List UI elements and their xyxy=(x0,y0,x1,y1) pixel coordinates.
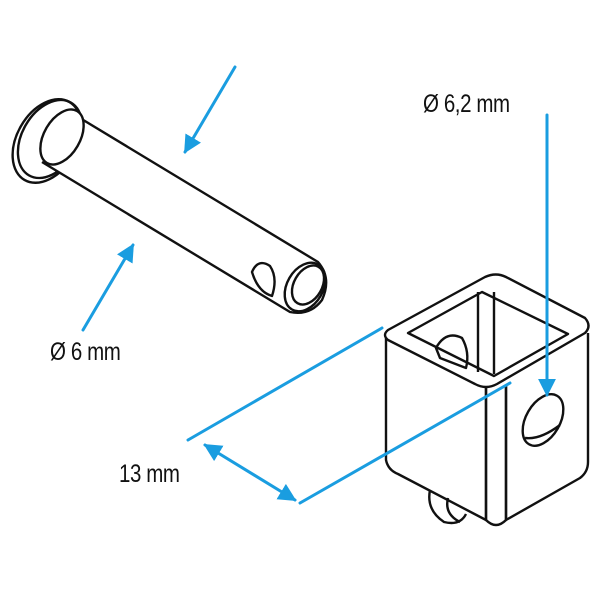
pin-bottom-arrow xyxy=(81,243,135,332)
cube-clevis-drawing xyxy=(383,273,590,527)
length-dimension-arrow xyxy=(203,443,297,502)
length-label: 13 mm xyxy=(119,460,180,488)
clevis-pin-drawing xyxy=(11,98,328,314)
hole-diameter-label: Ø 6,2 mm xyxy=(423,90,510,118)
callout-lines xyxy=(81,65,556,505)
extension-line-top xyxy=(186,326,384,442)
pin-top-arrow xyxy=(183,65,237,154)
extension-line-bottom xyxy=(298,381,512,505)
pin-diameter-label: Ø 6 mm xyxy=(50,338,121,366)
